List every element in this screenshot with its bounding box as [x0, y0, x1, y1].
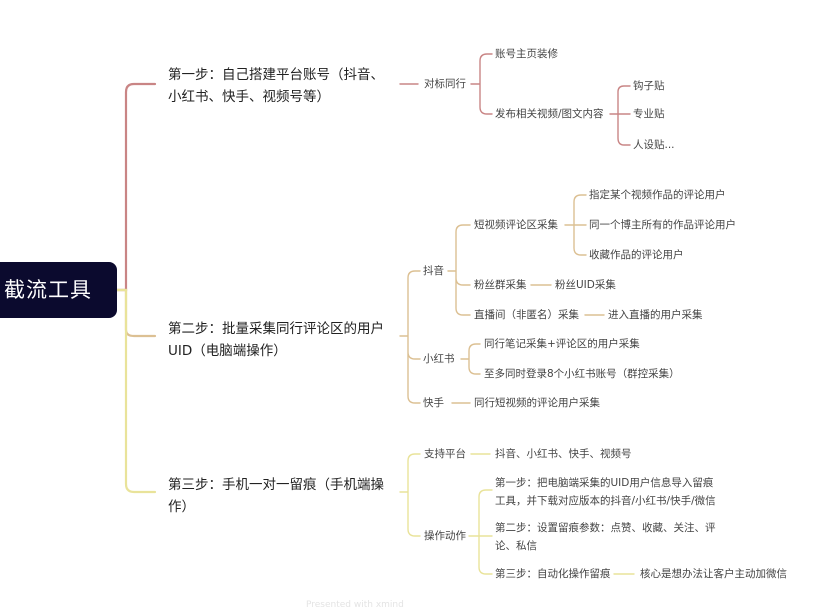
step3-label-line1: 第三步：手机一对一留痕（手机端操: [168, 477, 384, 493]
node-live-room-collect[interactable]: 直播间（非匿名）采集: [474, 309, 579, 321]
node-platform-list[interactable]: 抖音、小红书、快手、视频号: [495, 448, 632, 460]
node-douyin[interactable]: 抖音: [423, 265, 444, 277]
node-short-video-collect[interactable]: 短视频评论区采集: [474, 219, 558, 231]
step1-label-line2: 小红书、快手、视频号等）: [168, 89, 330, 105]
node-persona-post[interactable]: 人设贴...: [633, 139, 675, 151]
root-label: 截流工具: [4, 278, 92, 302]
node-core-goal[interactable]: 核心是想办法让客户主动加微信: [640, 568, 787, 580]
step1-node[interactable]: 第一步：自己搭建平台账号（抖音、 小红书、快手、视频号等）: [168, 64, 384, 108]
node-pro-post[interactable]: 专业贴: [633, 108, 665, 120]
node-fan-uid-collect[interactable]: 粉丝UID采集: [555, 279, 616, 291]
step3-label-line2: 作）: [168, 499, 195, 515]
step3-node[interactable]: 第三步：手机一对一留痕（手机端操 作）: [168, 474, 384, 518]
footer-watermark: Presented with xmind: [306, 600, 404, 610]
node-kuaishou-comment-collect[interactable]: 同行短视频的评论用户采集: [474, 397, 600, 409]
node-notes-comment-collect[interactable]: 同行笔记采集+评论区的用户采集: [484, 338, 640, 350]
op-step1-line1: 第一步：把电脑端采集的UID用户信息导入留痕: [495, 477, 714, 489]
op-step2-line2: 论、私信: [495, 540, 537, 552]
node-supported-platforms[interactable]: 支持平台: [424, 448, 466, 460]
node-op-step3[interactable]: 第三步：自动化操作留痕: [495, 568, 611, 580]
node-fan-group-collect[interactable]: 粉丝群采集: [474, 279, 527, 291]
node-publish-content[interactable]: 发布相关视频/图文内容: [495, 108, 604, 120]
step1-label-line1: 第一步：自己搭建平台账号（抖音、: [168, 67, 384, 83]
node-benchmark-peers[interactable]: 对标同行: [424, 78, 466, 90]
node-xiaohongshu[interactable]: 小红书: [423, 353, 455, 365]
node-multi-login[interactable]: 至多同时登录8个小红书账号（群控采集）: [484, 368, 680, 380]
root-node[interactable]: 截流工具: [0, 262, 117, 318]
step2-node[interactable]: 第二步：批量采集同行评论区的用户 UID（电脑端操作）: [168, 318, 384, 362]
step2-label-line1: 第二步：批量采集同行评论区的用户: [168, 321, 384, 337]
node-homepage-decor[interactable]: 账号主页装修: [495, 48, 558, 60]
node-same-blogger-users[interactable]: 同一个博主所有的作品评论用户: [589, 219, 736, 231]
node-operations[interactable]: 操作动作: [424, 530, 466, 542]
node-specific-video-users[interactable]: 指定某个视频作品的评论用户: [589, 189, 726, 201]
node-hook-post[interactable]: 钩子贴: [633, 80, 665, 92]
node-live-users-collect[interactable]: 进入直播的用户采集: [608, 309, 703, 321]
step2-label-line2: UID（电脑端操作）: [168, 343, 287, 359]
node-op-step2[interactable]: 第二步：设置留痕参数：点赞、收藏、关注、评 论、私信: [495, 519, 716, 555]
op-step2-line1: 第二步：设置留痕参数：点赞、收藏、关注、评: [495, 522, 716, 534]
node-op-step1[interactable]: 第一步：把电脑端采集的UID用户信息导入留痕 工具，并下载对应版本的抖音/小红书…: [495, 474, 716, 510]
node-favorite-users[interactable]: 收藏作品的评论用户: [589, 249, 684, 261]
node-kuaishou[interactable]: 快手: [423, 397, 444, 409]
op-step1-line2: 工具，并下载对应版本的抖音/小红书/快手/微信: [495, 495, 716, 507]
